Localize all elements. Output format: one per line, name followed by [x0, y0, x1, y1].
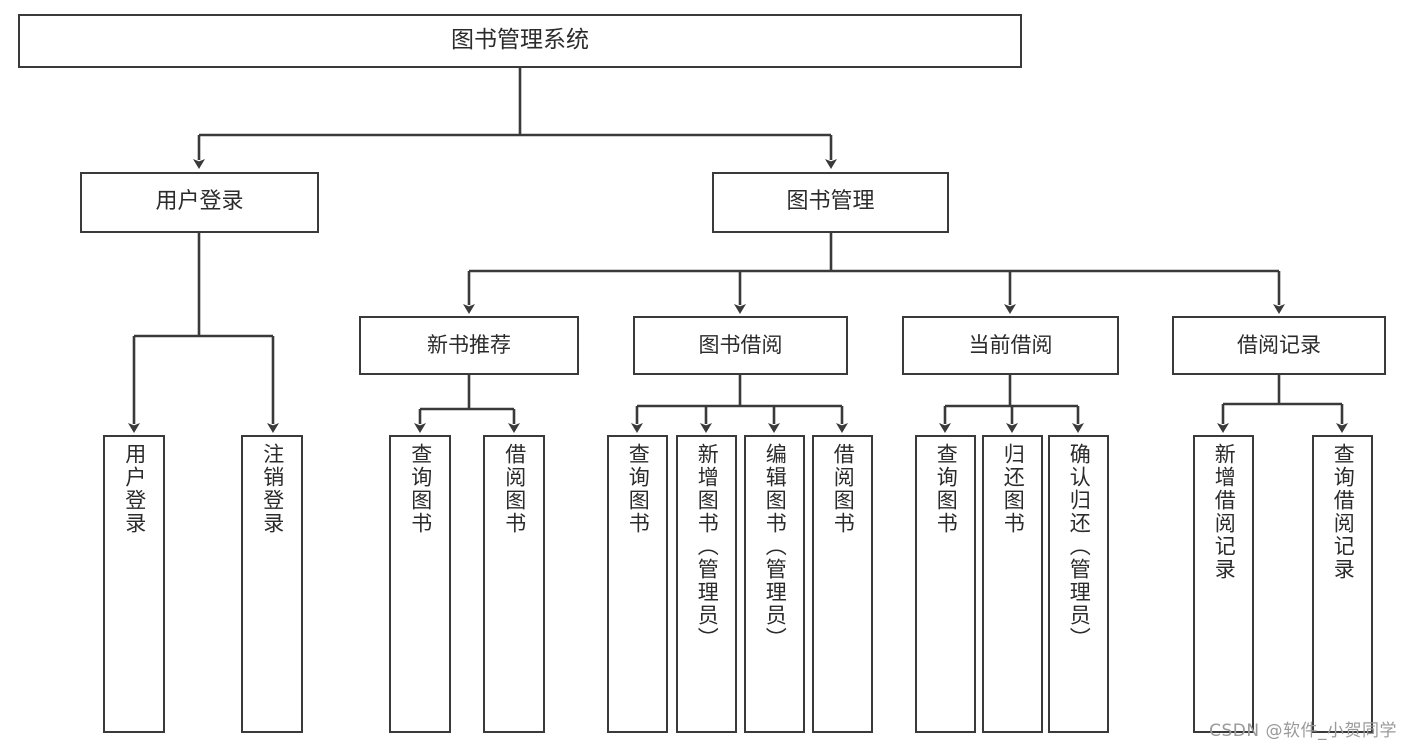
- node-leaf-logout-login[interactable]: 注销登录: [241, 435, 303, 733]
- node-current-borrow[interactable]: 当前借阅: [902, 316, 1119, 375]
- node-label: 用户登录: [122, 443, 147, 535]
- node-label: 借阅记录: [1237, 332, 1321, 357]
- node-label: 用户登录: [155, 189, 244, 215]
- node-label: 查询图书: [626, 443, 651, 535]
- watermark-text: CSDN @软件_小贺同学: [1209, 721, 1397, 741]
- node-leaf-add-record[interactable]: 新增借阅记录: [1193, 435, 1254, 733]
- node-label: 图书管理系统: [451, 27, 589, 54]
- node-label: 查询借阅记录: [1331, 443, 1356, 581]
- node-book-management[interactable]: 图书管理: [712, 172, 949, 233]
- node-leaf-user-login[interactable]: 用户登录: [103, 435, 165, 733]
- node-user-login[interactable]: 用户登录: [80, 172, 319, 233]
- node-label: 查询图书: [408, 443, 433, 535]
- node-label: 新增借阅记录: [1212, 443, 1237, 581]
- node-label: 归还图书: [1001, 443, 1026, 535]
- node-borrow-record[interactable]: 借阅记录: [1172, 316, 1386, 375]
- node-leaf-edit-book[interactable]: 编辑图书（管理员）: [744, 435, 805, 733]
- node-leaf-query-book-1[interactable]: 查询图书: [389, 435, 451, 733]
- node-leaf-query-book-3[interactable]: 查询图书: [915, 435, 976, 733]
- node-leaf-borrow-book-2[interactable]: 借阅图书: [812, 435, 873, 733]
- node-leaf-return-book[interactable]: 归还图书: [982, 435, 1043, 733]
- node-label: 图书借阅: [698, 332, 783, 357]
- node-label: 确认归还（管理员）: [1067, 443, 1092, 650]
- node-label: 当前借阅: [968, 332, 1053, 357]
- node-label: 图书管理: [786, 189, 875, 215]
- node-label: 借阅图书: [831, 443, 856, 535]
- node-label: 新书推荐: [427, 332, 511, 357]
- node-label: 编辑图书（管理员）: [763, 443, 788, 650]
- node-root-system[interactable]: 图书管理系统: [18, 14, 1022, 68]
- node-leaf-add-book[interactable]: 新增图书（管理员）: [676, 435, 737, 733]
- node-label: 新增图书（管理员）: [695, 443, 720, 650]
- node-leaf-confirm-return[interactable]: 确认归还（管理员）: [1048, 435, 1109, 733]
- node-leaf-borrow-book-1[interactable]: 借阅图书: [483, 435, 545, 733]
- node-label: 查询图书: [934, 443, 959, 535]
- node-leaf-query-book-2[interactable]: 查询图书: [607, 435, 668, 733]
- node-label: 注销登录: [260, 443, 285, 535]
- node-leaf-query-record[interactable]: 查询借阅记录: [1312, 435, 1373, 733]
- node-book-borrow[interactable]: 图书借阅: [633, 316, 848, 375]
- node-new-book-recommend[interactable]: 新书推荐: [359, 316, 579, 375]
- node-label: 借阅图书: [502, 443, 527, 535]
